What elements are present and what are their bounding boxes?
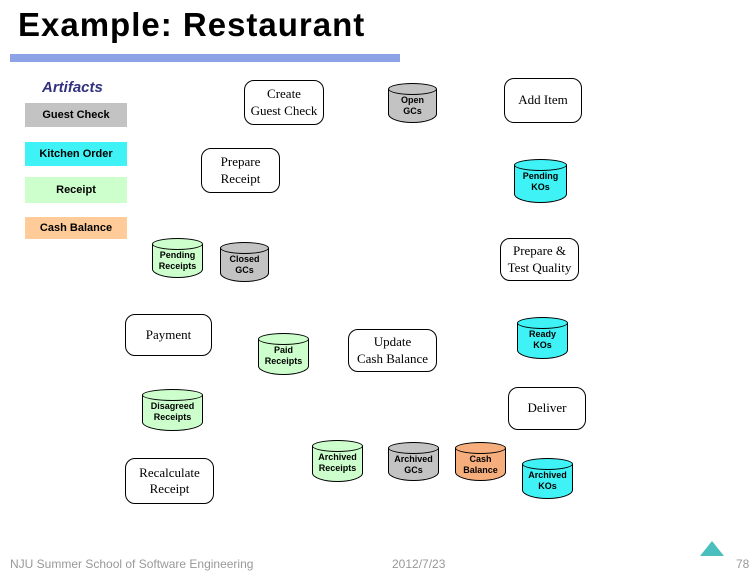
legend-receipt: Receipt [25, 177, 127, 203]
artifacts-heading: Artifacts [42, 79, 103, 96]
store-label: Disagreed Receipts [150, 401, 195, 423]
process-label-line: Add Item [518, 92, 568, 108]
store-paid-receipts: Paid Receipts [258, 333, 309, 375]
cylinder-body [517, 323, 568, 359]
process-payment: Payment [125, 314, 212, 356]
legend-cash-balance: Cash Balance [25, 217, 127, 239]
process-deliver: Deliver [508, 387, 586, 430]
process-add-item: Add Item [504, 78, 582, 123]
store-label: Closed GCs [229, 254, 260, 276]
cylinder-top [517, 317, 568, 329]
footer-page-number: 78 [736, 557, 750, 571]
process-prepare-test-quality: Prepare & Test Quality [500, 238, 579, 281]
store-label: Open GCs [400, 95, 424, 117]
process-label-line: Create [267, 86, 301, 102]
process-update-cash-balance: Update Cash Balance [348, 329, 437, 372]
store-archived-receipts: Archived Receipts [312, 440, 363, 482]
store-disagreed-receipts: Disagreed Receipts [142, 389, 203, 431]
store-label: Cash Balance [463, 454, 498, 476]
store-cash-balance: Cash Balance [455, 442, 506, 481]
store-pending-kos: Pending KOs [514, 159, 567, 203]
process-label-line: Guest Check [250, 102, 318, 118]
cylinder-top [142, 389, 203, 401]
store-pending-receipts: Pending Receipts [152, 238, 203, 278]
process-label-line: Deliver [527, 400, 567, 416]
store-open-gcs: Open GCs [388, 83, 437, 123]
cylinder-top [514, 159, 567, 171]
legend-guest-check-label: Guest Check [42, 109, 110, 121]
process-label-line: Update [373, 334, 412, 350]
legend-guest-check: Guest Check [25, 103, 127, 127]
store-label: Pending KOs [522, 171, 559, 193]
cylinder-top [220, 242, 269, 254]
process-create-guest-check: Create Guest Check [244, 80, 324, 125]
cylinder-top [388, 442, 439, 454]
store-ready-kos: Ready KOs [517, 317, 568, 359]
cylinder-top [258, 333, 309, 345]
store-label: Archived GCs [394, 454, 433, 476]
legend-kitchen-order-label: Kitchen Order [39, 148, 113, 160]
cylinder-body [258, 339, 309, 375]
process-label-line: Prepare & [512, 243, 567, 259]
store-label: Paid Receipts [264, 345, 303, 367]
title-underline-bar [10, 54, 400, 62]
store-label: Ready KOs [528, 329, 556, 351]
store-label: Archived Receipts [318, 452, 357, 474]
process-label-line: Recalculate [139, 464, 200, 480]
cylinder-top [455, 442, 506, 454]
cylinder-body [142, 395, 203, 431]
cylinder-body [312, 446, 363, 482]
cylinder-top [152, 238, 203, 250]
store-closed-gcs: Closed GCs [220, 242, 269, 282]
legend-cash-balance-label: Cash Balance [39, 222, 113, 234]
legend-receipt-label: Receipt [56, 184, 96, 196]
process-label-line: Cash Balance [356, 350, 429, 366]
page-title: Example: Restaurant [18, 6, 366, 43]
store-label: Pending Receipts [158, 250, 197, 272]
legend-kitchen-order: Kitchen Order [25, 142, 127, 166]
cylinder-body [514, 165, 567, 203]
process-label-line: Receipt [220, 170, 261, 186]
process-label-line: Payment [145, 326, 192, 342]
store-archived-gcs: Archived GCs [388, 442, 439, 481]
process-prepare-receipt: Prepare Receipt [201, 148, 280, 193]
process-recalculate-receipt: Recalculate Receipt [125, 458, 214, 504]
process-label-line: Prepare [220, 154, 261, 170]
store-label: Archived KOs [528, 470, 567, 492]
process-label-line: Test Quality [507, 259, 572, 275]
cylinder-top [388, 83, 437, 95]
store-archived-kos: Archived KOs [522, 458, 573, 499]
process-label-line: Receipt [149, 481, 190, 496]
footer-school-name: NJU Summer School of Software Engineerin… [10, 557, 254, 571]
up-triangle-icon[interactable] [700, 541, 724, 556]
cylinder-top [522, 458, 573, 470]
footer-date: 2012/7/23 [392, 557, 446, 571]
cylinder-top [312, 440, 363, 452]
